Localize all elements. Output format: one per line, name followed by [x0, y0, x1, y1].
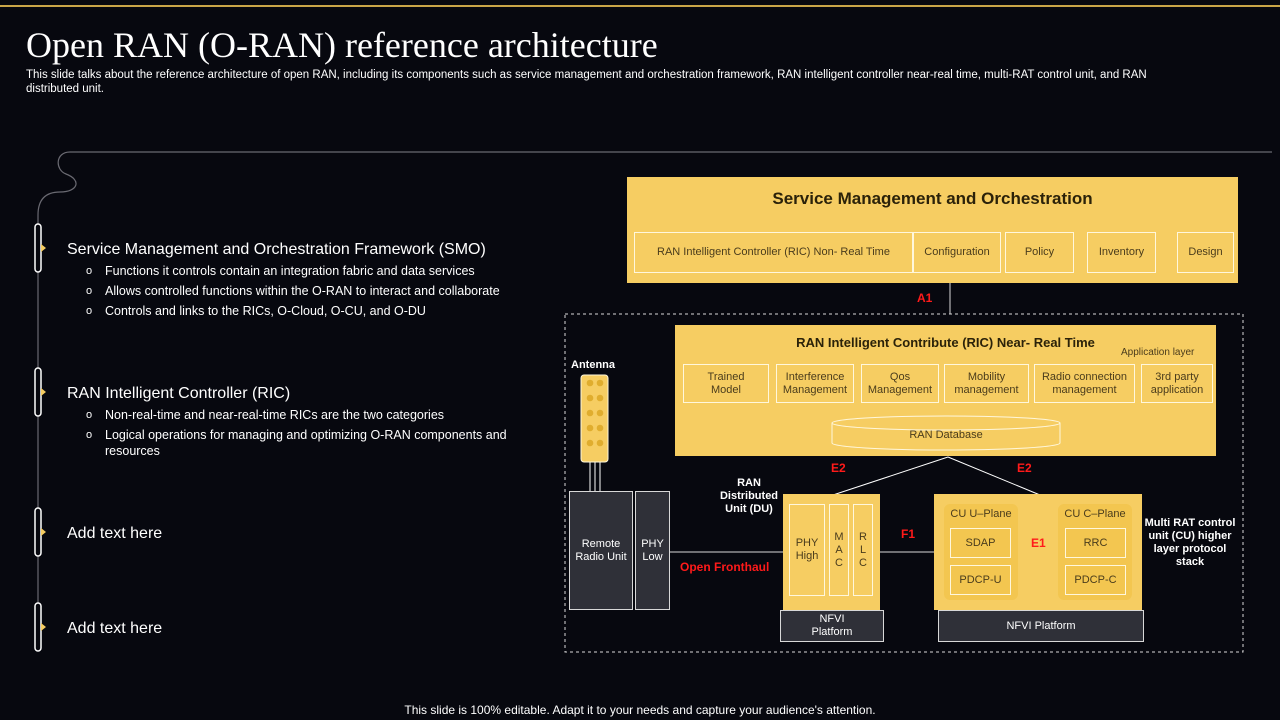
top-accent-line [0, 5, 1280, 7]
section-title-placeholder-1: Add text here [67, 525, 163, 542]
cu-u-plane-group [944, 504, 1018, 600]
section-title-ric: RAN Intelligent Controller (RIC) [67, 385, 291, 402]
smo-item-configuration: Configuration [913, 232, 1001, 273]
smo-item-inventory: Inventory [1087, 232, 1156, 273]
page-title: Open RAN (O-RAN) reference architecture [26, 25, 658, 65]
cu-c-plane-group [1058, 504, 1132, 600]
smo-item-policy: Policy [1005, 232, 1074, 273]
cu-u-plane-label: CU U–Plane [950, 508, 1012, 520]
rrc-block: RRC [1065, 528, 1126, 558]
smo-title: Service Management and Orchestration [772, 189, 1093, 208]
ran-database-label: RAN Database [909, 429, 983, 441]
section-title-smo: Service Management and Orchestration Fra… [67, 241, 486, 258]
open-fronthaul-label: Open Fronthaul [680, 560, 770, 574]
sdap-block: SDAP [950, 528, 1011, 558]
ran-database-cylinder [831, 415, 1061, 451]
page-subtitle: This slide talks about the reference arc… [26, 69, 1147, 95]
interface-f1: F1 [901, 527, 916, 541]
application-layer-label: Application layer [1121, 347, 1195, 358]
section-title-placeholder-2: Add text here [67, 620, 163, 637]
smo-item-ric-non-rt: RAN Intelligent Controller (RIC) Non- Re… [634, 232, 913, 273]
footer-note: This slide is 100% editable. Adapt it to… [404, 703, 876, 717]
interface-e2-right: E2 [1017, 461, 1032, 475]
nfvi-platform-cu: NFVI Platform [938, 610, 1144, 642]
interface-e2-left: E2 [831, 461, 846, 475]
antenna-label: Antenna [571, 359, 615, 371]
interface-e1: E1 [1031, 536, 1046, 550]
smo-panel [627, 177, 1238, 283]
pdcp-u-block: PDCP-U [950, 565, 1011, 595]
pdcp-c-block: PDCP-C [1065, 565, 1126, 595]
smo-item-design: Design [1177, 232, 1234, 273]
du-panel [783, 494, 880, 610]
timeline-decoration [34, 151, 1272, 652]
antenna-icon [580, 374, 609, 463]
ric-near-rt-title: RAN Intelligent Contribute (RIC) Near- R… [796, 335, 1095, 350]
cu-c-plane-label: CU C–Plane [1064, 508, 1126, 520]
interface-a1: A1 [917, 291, 933, 305]
